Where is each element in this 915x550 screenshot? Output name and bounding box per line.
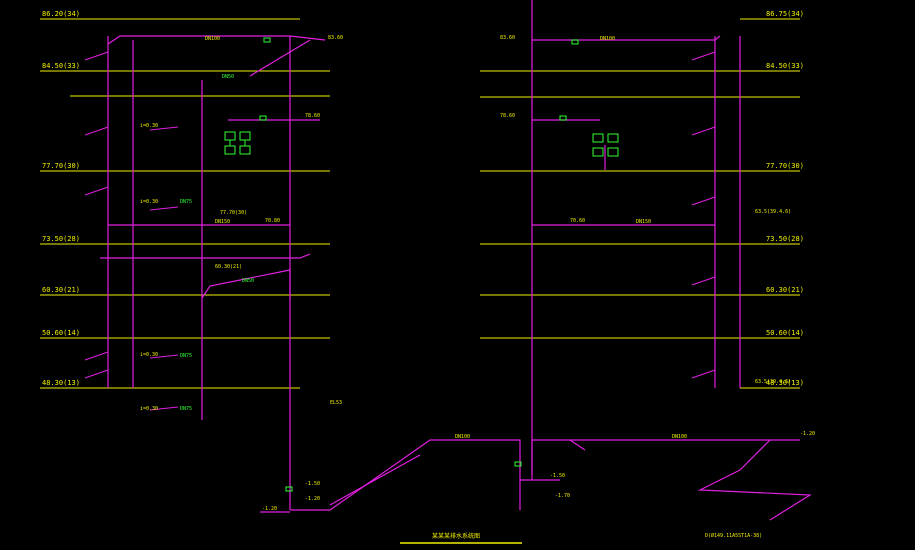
cut-marker: EL53 bbox=[330, 400, 342, 406]
left-level-label: 50.60(14) bbox=[42, 329, 80, 337]
valve-icon bbox=[263, 37, 271, 43]
fixture-group-right bbox=[514, 39, 619, 467]
fixture-icon bbox=[592, 147, 604, 157]
right-level-labels: 86.75(34) 84.50(33) 77.70(30) 73.50(28) … bbox=[766, 10, 804, 387]
elevation-label: 60.30(21) bbox=[215, 264, 242, 270]
branch-ticks bbox=[84, 51, 716, 411]
fixture-icon bbox=[592, 133, 604, 143]
right-top-branch bbox=[532, 35, 721, 41]
right-level-label: 84.50(33) bbox=[766, 62, 804, 70]
note-label: 63.5(39.4.6) bbox=[755, 379, 791, 385]
right-level-label: 48.30(13) bbox=[766, 379, 804, 387]
left-level-label: 60.30(21) bbox=[42, 286, 80, 294]
fixture-icon bbox=[224, 145, 236, 155]
slope-label: i=0.30 bbox=[140, 406, 158, 412]
left-bottom-run bbox=[290, 439, 521, 511]
valve-icon bbox=[285, 486, 293, 492]
right-bottom-run-2 bbox=[569, 439, 586, 451]
slope-label: i=0.30 bbox=[140, 199, 158, 205]
slope-label: i=0.30 bbox=[140, 123, 158, 129]
valve-icon bbox=[571, 39, 579, 45]
tick bbox=[84, 351, 109, 361]
left-level-label: 48.30(13) bbox=[42, 379, 80, 387]
tick bbox=[84, 369, 109, 379]
elevation-label: -1.50 bbox=[550, 473, 565, 479]
left-level-label: 73.50(28) bbox=[42, 235, 80, 243]
note-label: 63.5(39.4.6) bbox=[755, 209, 791, 215]
valve-icon bbox=[259, 115, 267, 121]
right-level-label: 86.75(34) bbox=[766, 10, 804, 18]
right-level-label: 77.70(30) bbox=[766, 162, 804, 170]
elevation-label: 78.60 bbox=[305, 113, 320, 119]
elevation-label: -1.20 bbox=[800, 431, 815, 437]
right-level-label: 60.30(21) bbox=[766, 286, 804, 294]
elevation-label: -1.70 bbox=[555, 493, 570, 499]
tick bbox=[691, 126, 716, 136]
fixture-group-left bbox=[224, 37, 293, 492]
pipe-size-label: DN150 bbox=[636, 219, 651, 225]
pipe-size-label: DN75 bbox=[180, 353, 192, 359]
tick bbox=[149, 126, 179, 131]
left-level-label: 86.20(34) bbox=[42, 10, 80, 18]
pipe-size-label: DN50 bbox=[222, 74, 234, 80]
tick bbox=[691, 51, 716, 61]
elevation-label: 83.60 bbox=[500, 35, 515, 41]
pipe-size-label: DN50 bbox=[242, 278, 254, 284]
tick bbox=[149, 406, 179, 411]
valve-icon bbox=[559, 115, 567, 121]
elevation-label: 83.60 bbox=[328, 35, 343, 41]
elevation-label: -1.20 bbox=[262, 506, 277, 512]
fixture-icon bbox=[239, 145, 251, 155]
pipe-size-label: DN100 bbox=[205, 36, 220, 42]
left-bottom-run-2 bbox=[329, 454, 421, 506]
fixture-icon bbox=[224, 131, 236, 141]
left-diag-top bbox=[249, 39, 311, 77]
elevation-label: -1.50 bbox=[305, 481, 320, 487]
pipe-size-label: DN100 bbox=[455, 434, 470, 440]
slope-label: i=0.30 bbox=[140, 352, 158, 358]
outlet-label: D(Ø149.11A5ST1A-38) bbox=[705, 532, 762, 539]
fixture-icon bbox=[239, 131, 251, 141]
pipe-size-label: DN150 bbox=[215, 219, 230, 225]
pipe-size-label: DN100 bbox=[672, 434, 687, 440]
fixture-icon bbox=[607, 133, 619, 143]
left-h-5 bbox=[201, 269, 291, 299]
left-level-labels: 86.20(34) 84.50(33) 77.70(30) 73.50(28) … bbox=[42, 10, 80, 387]
tick bbox=[691, 369, 716, 379]
left-level-label: 77.70(30) bbox=[42, 162, 80, 170]
left-h-4 bbox=[100, 253, 311, 259]
drawing-title: 某某某排水系统图 bbox=[432, 532, 480, 540]
tick bbox=[691, 276, 716, 286]
right-level-label: 50.60(14) bbox=[766, 329, 804, 337]
elevation-label: -1.20 bbox=[305, 496, 320, 502]
right-pipes bbox=[520, 0, 812, 521]
tick bbox=[84, 186, 109, 196]
elevation-label: 77.70(30) bbox=[220, 210, 247, 216]
left-top-link bbox=[289, 35, 326, 41]
tick bbox=[149, 206, 179, 211]
drawing-title-block: 某某某排水系统图 bbox=[400, 532, 522, 544]
elevation-label: 70.60 bbox=[570, 218, 585, 224]
pipe-size-label: DN75 bbox=[180, 406, 192, 412]
pipe-size-label: DN100 bbox=[600, 36, 615, 42]
annotations: 83.60 83.60 78.60 78.60 77.70(30) 70.80 … bbox=[140, 35, 815, 539]
left-level-label: 84.50(33) bbox=[42, 62, 80, 70]
fixture-icon bbox=[607, 147, 619, 157]
right-level-lines bbox=[480, 18, 800, 389]
left-top-branch bbox=[107, 35, 290, 45]
tick bbox=[691, 196, 716, 206]
tick bbox=[84, 51, 109, 61]
elevation-label: 70.80 bbox=[265, 218, 280, 224]
tick bbox=[84, 126, 109, 136]
right-bottom-diag bbox=[697, 439, 812, 521]
tick bbox=[149, 354, 179, 359]
left-pipes bbox=[100, 35, 521, 513]
left-level-lines bbox=[40, 18, 330, 389]
elevation-label: 78.60 bbox=[500, 113, 515, 119]
valve-icon bbox=[514, 461, 522, 467]
pipe-size-label: DN75 bbox=[180, 199, 192, 205]
right-level-label: 73.50(28) bbox=[766, 235, 804, 243]
